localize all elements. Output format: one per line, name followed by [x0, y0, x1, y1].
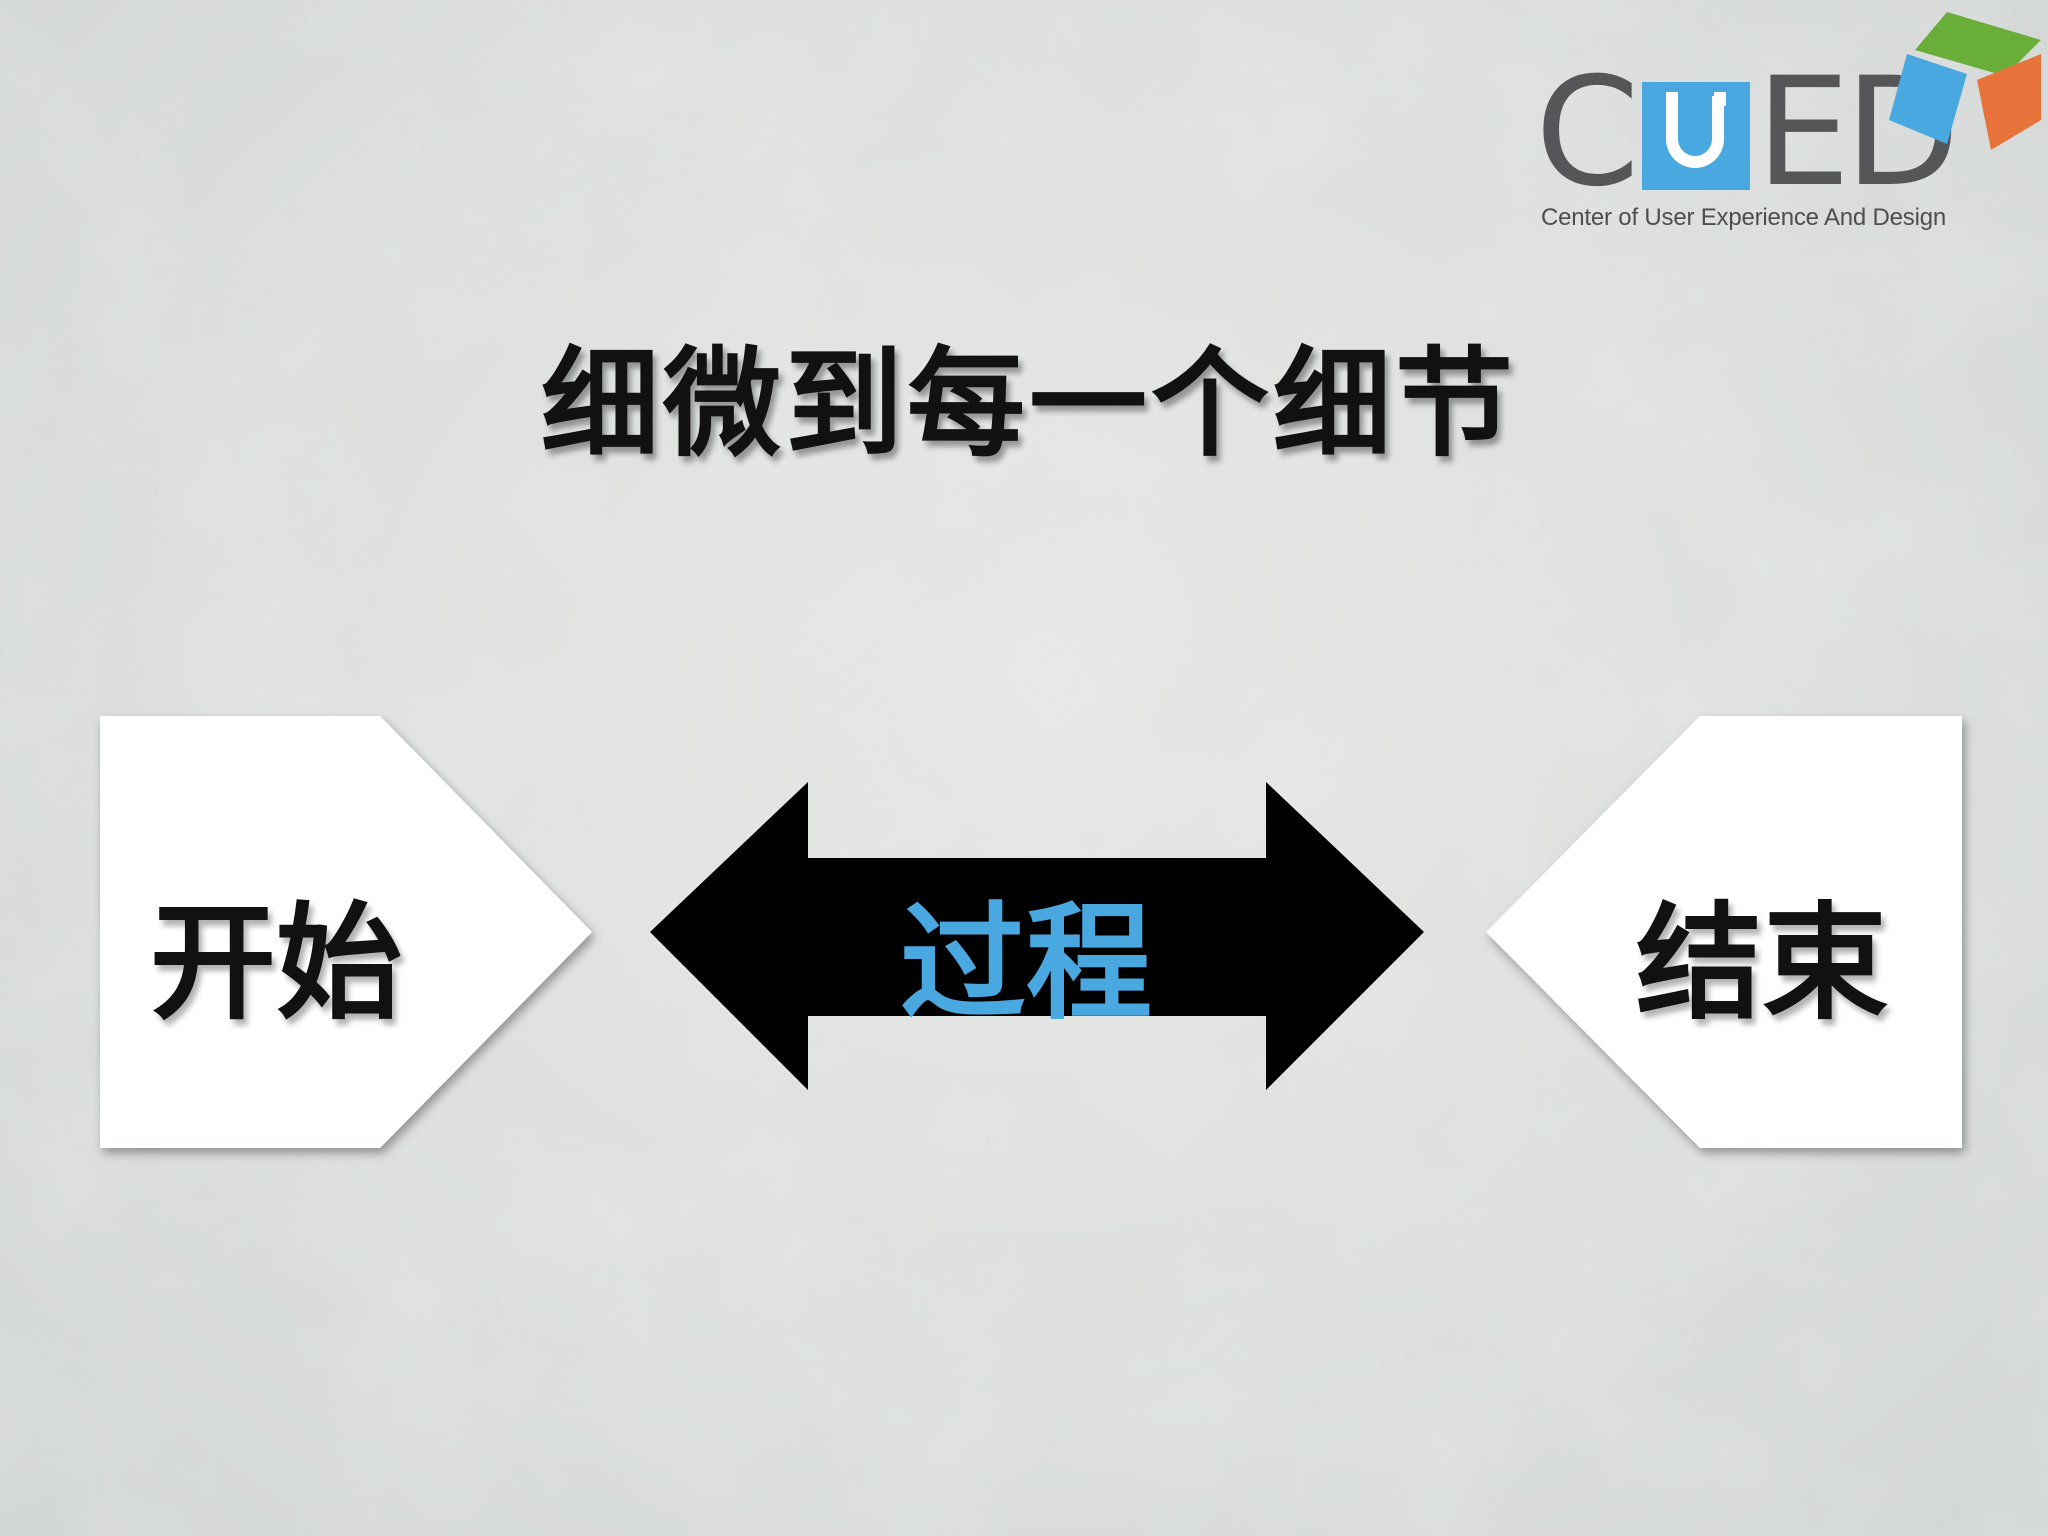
start-shape — [100, 716, 592, 1148]
logo-letter-c: C — [1535, 46, 1640, 220]
double-arrow-shape — [650, 782, 1424, 1090]
end-label: 结束 — [1636, 890, 1888, 1037]
cube-icon — [1889, 12, 2041, 150]
start-label: 开始 — [150, 890, 402, 1037]
logo-tagline: Center of User Experience And Design — [1541, 204, 1947, 231]
cued-logo: C ED Center of User Experience And Desig… — [1535, 10, 2045, 235]
logo-wordmark: C ED — [1535, 46, 1960, 220]
end-shape — [1486, 716, 1962, 1148]
slide-title: 细微到每一个细节 — [540, 335, 1517, 473]
logo-u-block-icon — [1641, 82, 1750, 190]
process-label: 过程 — [900, 890, 1152, 1037]
